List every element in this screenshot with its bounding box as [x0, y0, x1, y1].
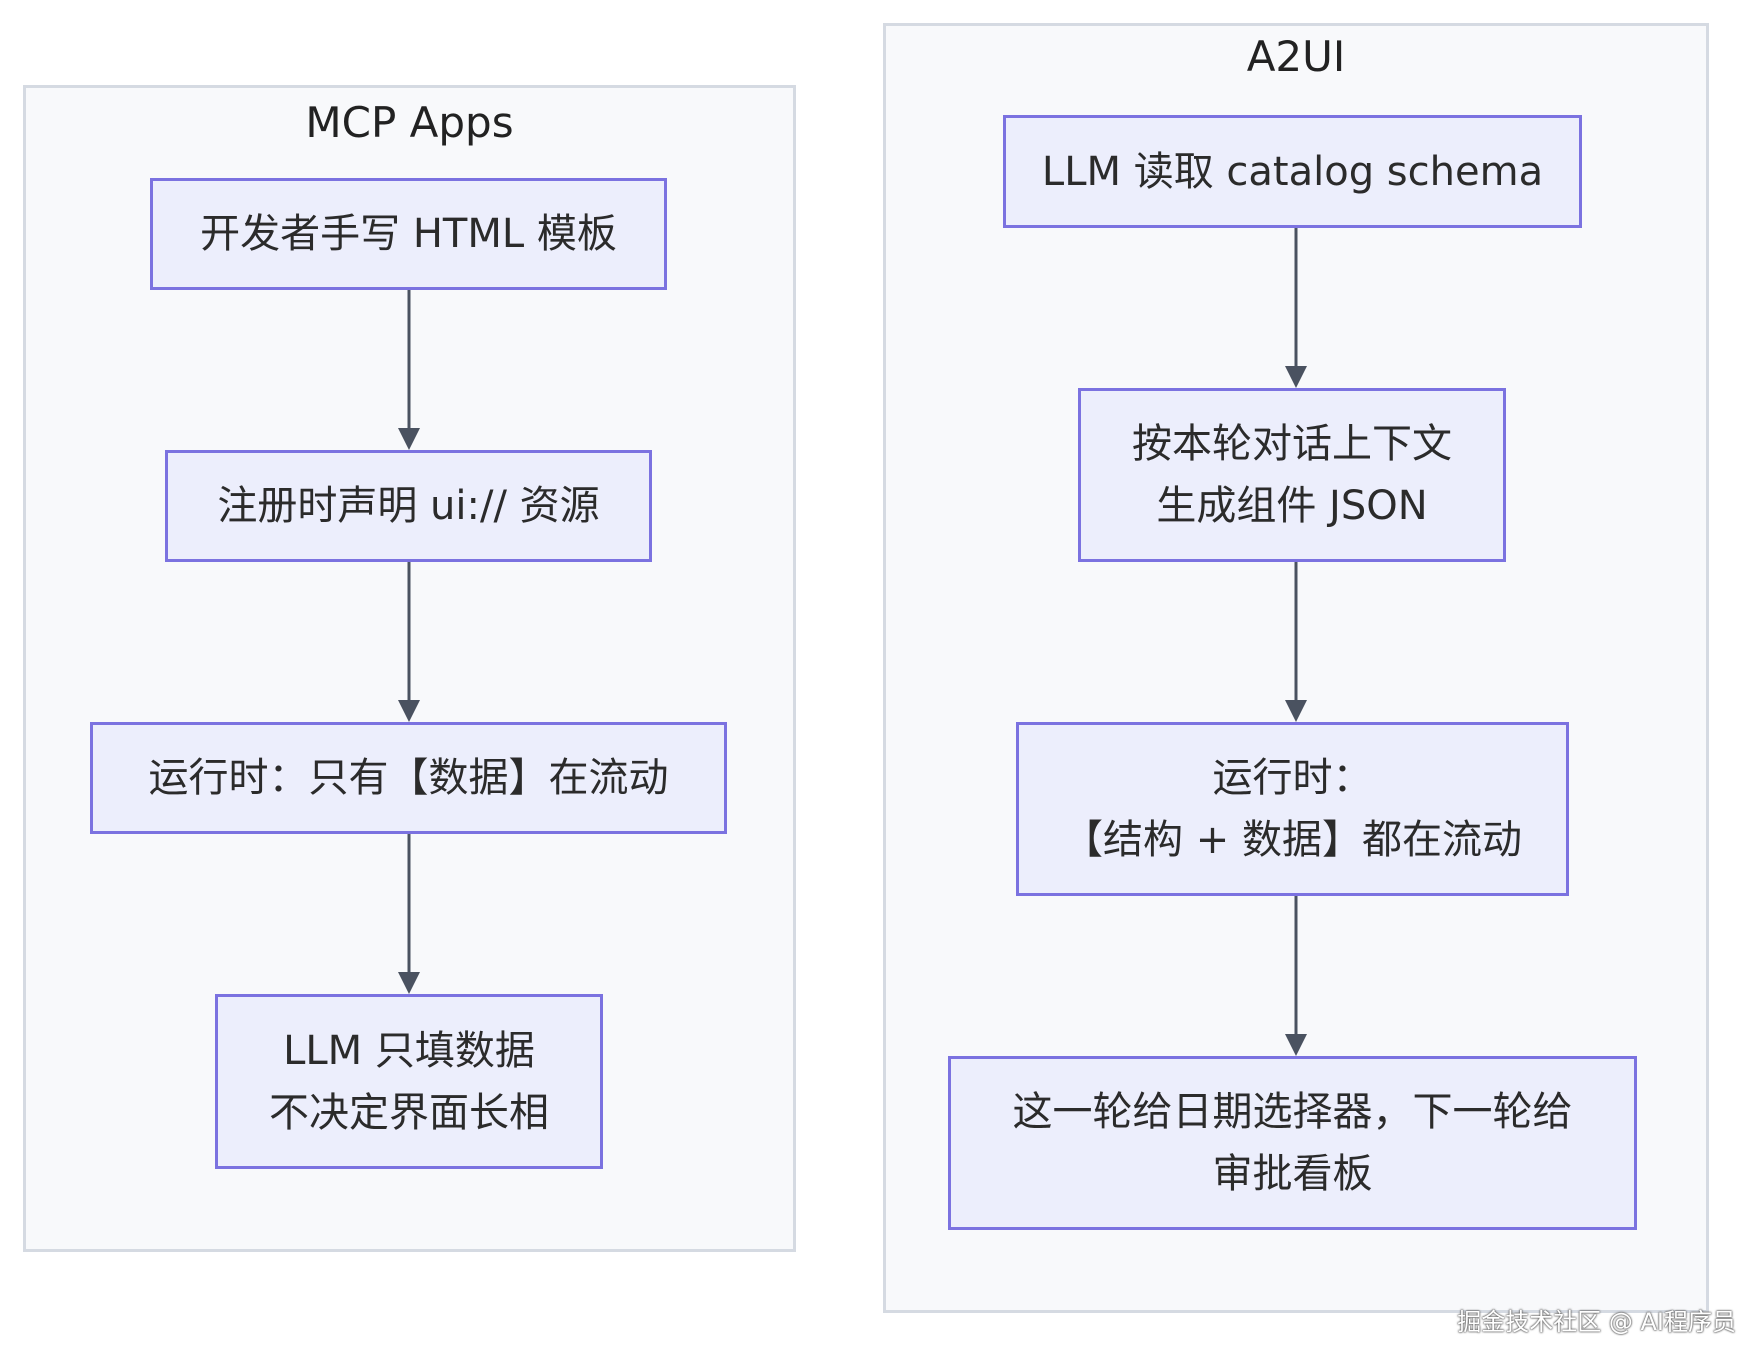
a2ui-node-read-catalog: LLM 读取 catalog schema: [1003, 115, 1582, 228]
mcp-arrowhead-1-2: [398, 428, 420, 450]
mcp-arrowhead-3-4: [398, 972, 420, 994]
watermark: 掘金技术社区 @ AI程序员: [1457, 1308, 1736, 1336]
mcp-node-register-resource: 注册时声明 ui:// 资源: [165, 450, 652, 562]
a2ui-node-3-line-2: 【结构 + 数据】都在流动: [1063, 817, 1522, 863]
mcp-apps-cluster-title: MCP Apps: [305, 98, 514, 147]
mcp-node-3-line-1: 运行时：只有【数据】在流动: [148, 755, 669, 801]
a2ui-node-2-line-2: 生成组件 JSON: [1156, 483, 1428, 529]
a2ui-node-4-line-1: 这一轮给日期选择器，下一轮给: [1012, 1089, 1573, 1135]
a2ui-node-4-line-2: 审批看板: [1212, 1151, 1373, 1197]
a2ui-arrowhead-3-4: [1285, 1034, 1307, 1056]
a2ui-arrowhead-2-3: [1285, 700, 1307, 722]
mcp-node-llm-fills-data: LLM 只填数据 不决定界面长相: [215, 994, 603, 1169]
mcp-node-1-line-1: 开发者手写 HTML 模板: [200, 211, 617, 257]
a2ui-arrowhead-1-2: [1285, 366, 1307, 388]
a2ui-node-1-line-1: LLM 读取 catalog schema: [1041, 148, 1544, 195]
a2ui-node-generate-json: 按本轮对话上下文 生成组件 JSON: [1078, 388, 1506, 562]
a2ui-node-2-line-1: 按本轮对话上下文: [1132, 421, 1452, 467]
mcp-node-4-line-2: 不决定界面长相: [269, 1089, 549, 1136]
a2ui-node-runtime-structure-data: 运行时： 【结构 + 数据】都在流动: [1016, 722, 1569, 896]
a2ui-cluster-title: A2UI: [1246, 32, 1346, 81]
mcp-node-2-line-1: 注册时声明 ui:// 资源: [217, 483, 600, 529]
mcp-node-4-line-1: LLM 只填数据: [283, 1027, 535, 1074]
mcp-node-runtime-data-only: 运行时：只有【数据】在流动: [90, 722, 727, 834]
a2ui-node-dynamic-components: 这一轮给日期选择器，下一轮给 审批看板: [948, 1056, 1637, 1230]
a2ui-node-3-line-1: 运行时：: [1212, 755, 1373, 801]
mcp-node-handwritten-template: 开发者手写 HTML 模板: [150, 178, 667, 290]
mcp-arrowhead-2-3: [398, 700, 420, 722]
